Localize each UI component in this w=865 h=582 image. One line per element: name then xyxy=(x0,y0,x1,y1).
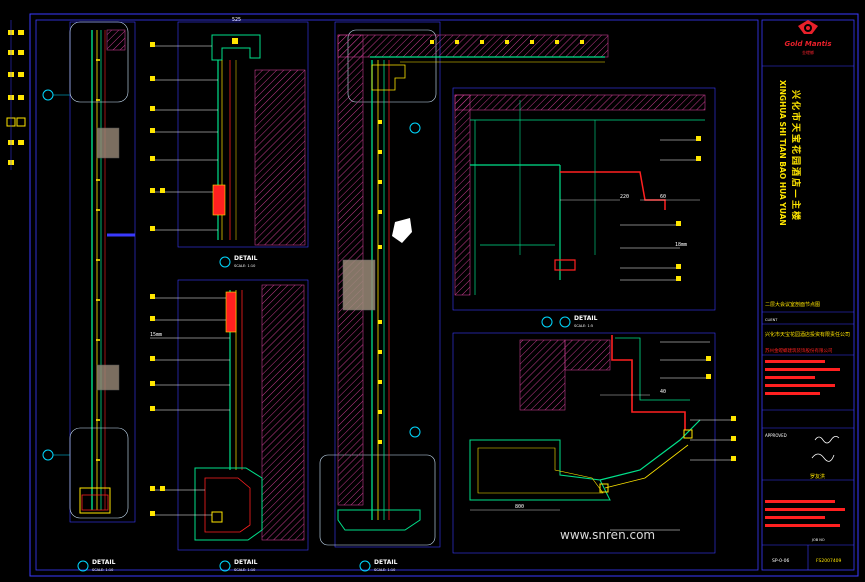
detail-d-section xyxy=(319,21,609,548)
project-chinese-name: 兴化市天宝花园酒店—主楼 xyxy=(790,90,802,222)
job-no-label: JOB NO xyxy=(811,538,825,542)
gold-mantis-logo: Gold Mantis 金螳螂 xyxy=(785,20,832,55)
detail-title-2: DETAIL SCALE: 1:10 xyxy=(219,255,258,268)
project-pinyin: XINGHUA SHI TIAN BAO HUA YUAN xyxy=(778,80,787,226)
dim-800: 800 xyxy=(515,504,524,510)
detail-title-4: DETAIL SCALE: 1:10 xyxy=(359,559,398,572)
detail-title-5: DETAIL SCALE: 1:5 xyxy=(559,315,598,328)
detail-2-title: DETAIL xyxy=(234,255,258,262)
dim-label-18mm: 18mm xyxy=(675,242,687,248)
detail-a-elevation xyxy=(42,21,136,523)
signature-mark-2 xyxy=(811,453,835,462)
approved-label: APPROVED xyxy=(765,433,787,438)
dim-label-15mm: 15mm xyxy=(150,332,162,338)
detail-3-scale: SCALE: 1:10 xyxy=(234,568,255,572)
detail-5-title: DETAIL xyxy=(574,315,598,322)
detail-2-scale: SCALE: 1:10 xyxy=(234,264,255,268)
logo-text: Gold Mantis xyxy=(785,40,832,48)
detail-3-title: DETAIL xyxy=(234,559,258,566)
detail-e-section: 220 60 18mm xyxy=(452,87,716,328)
dim-60: 60 xyxy=(660,194,666,200)
dim-40: 40 xyxy=(660,389,666,395)
drawing-number: FS2007409 xyxy=(816,558,842,564)
detail-4-title: DETAIL xyxy=(374,559,398,566)
client-label: CLIENT xyxy=(765,318,778,322)
detail-c-section: 15mm xyxy=(150,279,309,551)
logo-subtext: 金螳螂 xyxy=(802,49,814,55)
client-name: 兴化市天宝花园酒店投资有限责任公司 xyxy=(765,331,850,338)
left-edge-markers xyxy=(6,20,26,170)
detail-1-title: DETAIL xyxy=(92,559,116,566)
watermark-text: www.snren.com xyxy=(560,528,655,542)
sheet-inner-frame xyxy=(35,19,759,571)
detail-title-3: DETAIL SCALE: 1:10 xyxy=(219,559,258,572)
detail-4-scale: SCALE: 1:10 xyxy=(374,568,395,572)
sheet-outer-frame xyxy=(29,13,859,577)
detail-f-section: 800 40 xyxy=(452,332,736,554)
detail-b-section: 525 xyxy=(150,17,309,248)
dim-220: 220 xyxy=(620,194,629,200)
title-block: Gold Mantis 金螳螂 XINGHUA SHI TIAN BAO HUA… xyxy=(761,19,855,571)
dim-top-width: 525 xyxy=(232,17,241,23)
signature-name: 罗友洪 xyxy=(810,473,825,480)
signature-mark xyxy=(814,436,840,444)
sheet-number: SP-0-06 xyxy=(772,558,789,564)
detail-1-scale: SCALE: 1:10 xyxy=(92,568,113,572)
drawing-name: 二层大会议室剖面节点图 xyxy=(765,301,820,308)
detail-title-1: DETAIL SCALE: 1:10 xyxy=(77,559,116,572)
designer-name: 苏州金螳螂建筑装饰股份有限公司 xyxy=(765,347,833,354)
detail-5-scale: SCALE: 1:5 xyxy=(574,324,593,328)
